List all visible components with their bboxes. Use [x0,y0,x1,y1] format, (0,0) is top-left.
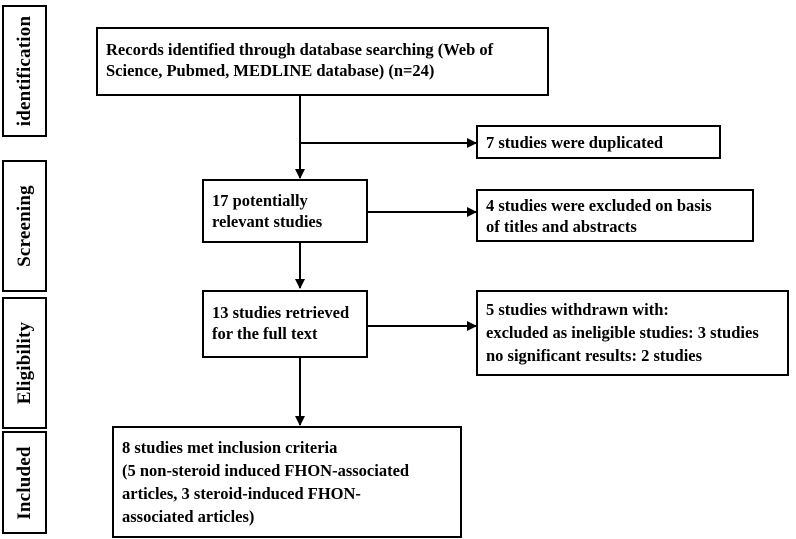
duplicated-line-1: 7 studies were duplicated [486,133,664,152]
stage-screening: Screening [2,160,47,292]
stage-eligibility: Eligibility [2,297,47,429]
potentially-relevant-box: 17 potentially relevant studies [202,179,368,243]
records-line-2: Science, Pubmed, MEDLINE database) (n=24… [106,61,435,80]
withdrawn-line-1: 5 studies withdrawn with: [486,300,669,319]
retrieved-line-2: for the full text [212,324,318,343]
stage-identification: identification [2,5,47,137]
duplicated-box: 7 studies were duplicated [476,125,721,159]
included-line-4: associated articles) [122,507,255,526]
excluded-titles-line-1: 4 studies were excluded on basis [486,196,712,215]
included-line-2: (5 non-steroid induced FHON-associated [122,461,410,480]
retrieved-full-text-box: 13 studies retrieved for the full text [202,290,368,358]
included-studies-box: 8 studies met inclusion criteria (5 non-… [112,426,462,538]
excluded-titles-line-2: of titles and abstracts [486,217,637,236]
included-line-3: articles, 3 steroid-induced FHON- [122,484,361,503]
withdrawn-line-3: no significant results: 2 studies [486,346,703,365]
records-identified-box: Records identified through database sear… [96,27,549,96]
withdrawn-box: 5 studies withdrawn with: excluded as in… [476,290,789,376]
potentially-line-2: relevant studies [212,212,323,231]
retrieved-line-1: 13 studies retrieved [212,303,350,322]
potentially-line-1: 17 potentially [212,191,308,210]
records-line-1: Records identified through database sear… [106,40,494,59]
stage-included: Included [2,431,47,534]
withdrawn-line-2: excluded as ineligible studies: 3 studie… [486,323,759,342]
included-line-1: 8 studies met inclusion criteria [122,438,338,457]
excluded-titles-box: 4 studies were excluded on basis of titl… [476,189,754,242]
